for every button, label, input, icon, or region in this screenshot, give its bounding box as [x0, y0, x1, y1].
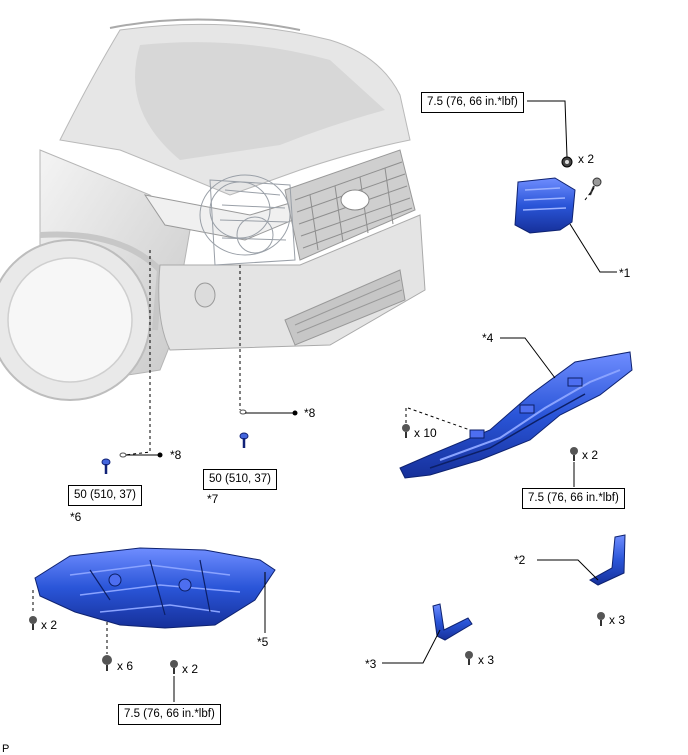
part-5-under-cover: [34, 547, 276, 629]
qty-part-1-nut: x 2: [578, 152, 595, 166]
vehicle-front-illustration: [0, 18, 426, 401]
qty-part-4-bolts-b: x 2: [582, 448, 599, 462]
nut-icon: [561, 156, 573, 168]
qty-part-5-bolts-right: x 2: [182, 662, 199, 676]
bolt-icon: [465, 651, 473, 665]
bolt-icon: [402, 424, 410, 438]
torque-spec-part-7: 50 (510, 37): [203, 469, 278, 490]
callout-part-6: *6: [70, 510, 82, 524]
callout-part-2: *2: [514, 553, 526, 567]
footer-code: P: [2, 743, 9, 755]
bolt-icon: [589, 177, 602, 196]
clip-icon: [239, 432, 249, 448]
torque-spec-part-1: 7.5 (76, 66 in.*lbf): [421, 92, 524, 113]
qty-part-2-bolts: x 3: [609, 613, 626, 627]
callout-part-3: *3: [365, 657, 377, 671]
bolt-icon: [570, 447, 578, 461]
bolt-icon: [29, 616, 37, 630]
part-3-bracket: [432, 603, 473, 641]
callout-part-8-right: *8: [304, 406, 316, 420]
callout-part-1: *1: [619, 266, 631, 280]
bolt-icon: [597, 612, 605, 626]
callout-part-7: *7: [207, 492, 219, 506]
part-4-front-cover: [399, 351, 633, 479]
torque-spec-part-6: 50 (510, 37): [68, 485, 143, 506]
torque-spec-part-4: 7.5 (76, 66 in.*lbf): [522, 488, 625, 509]
qty-part-5-bolts-mid: x 6: [117, 659, 134, 673]
qty-part-5-bolts-left: x 2: [41, 618, 58, 632]
callout-part-5: *5: [257, 635, 269, 649]
bolt-icon: [170, 660, 178, 674]
callout-part-8-left: *8: [170, 448, 182, 462]
qty-part-3-bolts: x 3: [478, 653, 495, 667]
part-1-bracket: [514, 177, 576, 234]
clip-icon: [101, 458, 111, 474]
torque-spec-part-5: 7.5 (76, 66 in.*lbf): [118, 704, 221, 725]
qty-part-4-bolts-a: x 10: [414, 426, 437, 440]
leader-lines: [32, 100, 617, 702]
part-2-bracket: [589, 534, 626, 586]
callout-part-4: *4: [482, 331, 494, 345]
bolt-icon: [102, 655, 112, 671]
